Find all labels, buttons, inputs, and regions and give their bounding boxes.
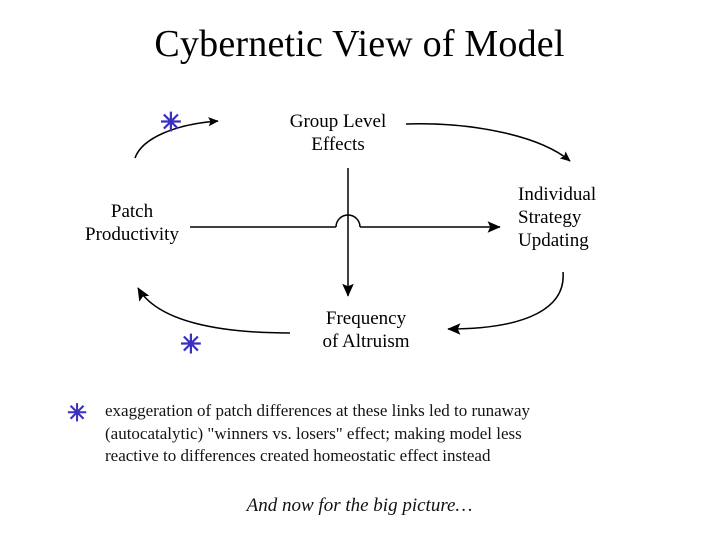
node-line: of Altruism (322, 331, 410, 352)
diagram-canvas (134, 117, 571, 335)
asterisk-marker-icon: ✳ (160, 108, 182, 137)
node-line: Frequency (325, 308, 407, 329)
node-line: Strategy (518, 207, 582, 228)
edge-frequency-to-patch (137, 287, 291, 334)
diagram-node-individual-strategy-updating: Individual Strategy Updating (518, 183, 638, 252)
diagram-node-group-level-effects: Group Level Effects (268, 110, 408, 156)
diagram-node-frequency-of-altruism: Frequency of Altruism (296, 307, 436, 353)
footnote-line: exaggeration of patch differences at the… (105, 401, 530, 420)
edge-patch-to-group (134, 117, 219, 159)
node-line: Group Level (289, 111, 387, 132)
asterisk-marker-icon: ✳ (180, 330, 202, 359)
closing-caption: And now for the big picture… (246, 495, 473, 516)
footnote-line: (autocatalytic) "winners vs. losers" eff… (105, 423, 522, 443)
node-line: Individual (518, 184, 597, 205)
diagram-node-patch-productivity: Patch Productivity (62, 200, 202, 246)
asterisk-marker-icon: ✳ (67, 401, 88, 427)
node-line: Effects (311, 134, 365, 155)
footnote-text: exaggeration of patch differences at the… (105, 400, 685, 468)
edge-individual-to-frequency (447, 271, 564, 335)
edge-group-to-individual (405, 123, 571, 162)
node-line: Productivity (85, 224, 179, 245)
footnote-line: reactive to differences created homeosta… (105, 446, 491, 465)
page-title: Cybernetic View of Model (154, 23, 565, 65)
node-line: Updating (518, 230, 589, 251)
cybernetic-loop-diagram: Patch Productivity Group Level Effects I… (62, 108, 638, 359)
node-line: Patch (110, 201, 154, 222)
